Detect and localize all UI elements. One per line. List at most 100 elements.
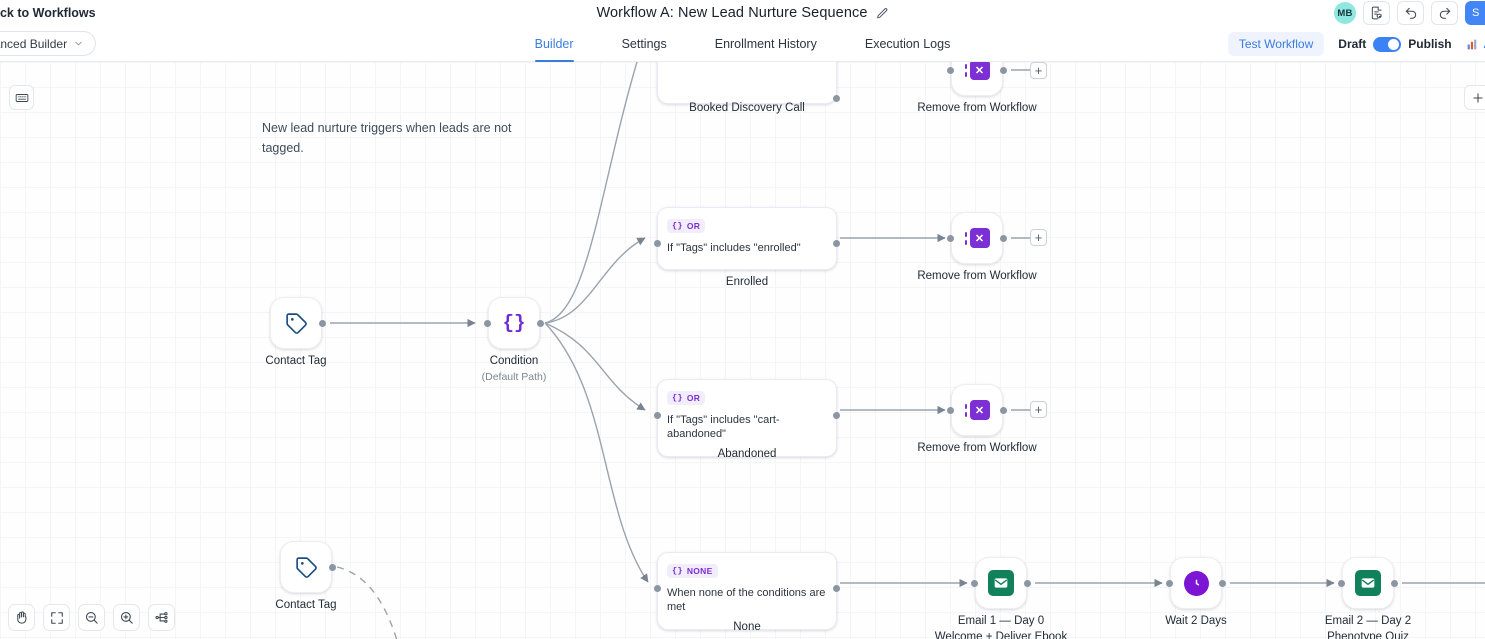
canvas-annotation: New lead nurture triggers when leads are… [262,121,512,155]
card-condition-text: If "Tags" includes "cart-abandoned" [667,414,780,441]
tab-list: Builder Settings Enrollment History Exec… [0,26,1485,62]
page-title: Workflow A: New Lead Nurture Sequence [596,5,868,21]
badge-text: OR [686,221,701,231]
workflow-canvas[interactable]: New lead nurture triggers when leads are… [0,62,1485,639]
top-bar-actions: MB S [1334,0,1485,26]
document-version-icon[interactable] [1363,1,1390,25]
node-output-port[interactable] [1391,579,1398,587]
card-output-port[interactable] [833,240,840,247]
node-wait-2-days[interactable]: Wait 2 Days [1165,557,1227,627]
card-name: Abandoned [717,448,777,460]
node-email-2[interactable]: Email 2 — Day 2 Phenotype Quiz [1325,557,1411,639]
node-sublabel: (Default Path) [481,371,547,383]
add-node-button-abandoned[interactable]: + [1030,401,1047,418]
test-workflow-button[interactable]: Test Workflow [1227,32,1325,56]
node-input-port[interactable] [484,319,491,327]
builder-mode-label: Advanced Builder [0,36,68,51]
node-remove-from-workflow-abandoned[interactable]: ✕ Remove from Workflow [917,384,1037,454]
back-to-workflows-link[interactable]: Back to Workflows [0,6,96,20]
node-label: Remove from Workflow [917,102,1037,114]
zoom-in-icon[interactable] [113,604,140,631]
remove-user-icon: ✕ [964,400,990,420]
node-sublabel: Phenotype Quiz [1327,631,1409,639]
bar-chart-icon [1467,39,1476,49]
node-output-port[interactable] [537,319,544,327]
undo-icon[interactable] [1397,1,1424,25]
add-node-button-top-branch[interactable]: + [1030,62,1047,79]
node-email-1[interactable]: Email 1 — Day 0 Welcome + Deliver Ebook [935,557,1067,639]
card-output-port[interactable] [833,585,840,592]
panel-keyboard-icon[interactable] [9,85,34,110]
node-label: Contact Tag [265,355,327,367]
email-icon [1355,570,1381,596]
node-output-port[interactable] [1000,66,1007,74]
edge-layer [330,62,1485,639]
node-output-port[interactable] [1000,234,1007,242]
node-contact-tag-main[interactable]: Contact Tag [265,297,327,367]
publish-toggle[interactable] [1373,36,1402,52]
tag-icon [295,556,317,578]
analytics-link[interactable]: Ana [1466,37,1485,51]
tab-enrollment-history[interactable]: Enrollment History [714,37,817,51]
braces-icon: {} [502,312,526,334]
card-output-port[interactable] [833,95,840,102]
node-condition[interactable]: {} Condition (Default Path) [482,297,546,383]
hand-icon[interactable] [8,604,35,631]
badge-braces: {} [672,566,683,576]
clock-icon [1183,570,1209,596]
zoom-out-icon[interactable] [78,604,105,631]
badge-none: {} NONE [667,564,718,578]
tab-execution-logs[interactable]: Execution Logs [864,37,951,51]
tab-builder[interactable]: Builder [511,26,598,62]
tab-settings[interactable]: Settings [621,37,667,51]
badge-text: NONE [686,566,713,576]
canvas-toolbar [8,604,175,631]
node-output-port[interactable] [319,319,326,327]
builder-mode-select[interactable]: Advanced Builder [0,31,96,56]
badge-or: {} OR [667,219,706,233]
card-condition-none[interactable]: {} NONE When none of the conditions are … [654,552,840,633]
node-remove-from-workflow-enrolled[interactable]: ✕ Remove from Workflow [917,212,1037,282]
node-label: Remove from Workflow [917,270,1037,282]
card-input-port[interactable] [654,585,661,592]
email-icon [988,570,1014,596]
card-input-port[interactable] [654,240,661,247]
avatar[interactable]: MB [1334,2,1356,24]
primary-action-button[interactable]: S [1465,1,1485,25]
node-remove-from-workflow-top[interactable]: ✕ Remove from Workflow [917,62,1037,114]
badge-braces: {} [672,221,683,231]
card-name: Enrolled [725,276,769,288]
node-input-port[interactable] [947,66,954,74]
card-condition-abandoned[interactable]: {} OR If "Tags" includes "cart-abandoned… [654,379,840,460]
node-output-port[interactable] [1000,406,1007,414]
top-bar: Back to Workflows Workflow A: New Lead N… [0,0,1485,26]
node-input-port[interactable] [947,234,954,242]
redo-icon[interactable] [1431,1,1458,25]
publish-label: Publish [1408,37,1452,51]
node-label: Email 1 — Day 0 [957,615,1045,627]
node-contact-tag-secondary[interactable]: Contact Tag [275,541,337,611]
node-label: Wait 2 Days [1165,615,1227,627]
card-condition-text: If "Tags" includes "enrolled" [667,242,801,254]
node-label: Email 2 — Day 2 [1324,615,1412,627]
node-label: Contact Tag [275,599,337,611]
card-output-port[interactable] [833,412,840,419]
workflow-title-group: Workflow A: New Lead Nurture Sequence [0,0,1485,26]
add-node-button-enrolled[interactable]: + [1030,229,1047,246]
add-node-button-top[interactable] [1464,85,1485,110]
hierarchy-icon[interactable] [148,604,175,631]
card-condition-enrolled[interactable]: {} OR If "Tags" includes "enrolled" Enro… [654,207,840,288]
node-output-port[interactable] [1024,579,1031,587]
node-input-port[interactable] [947,406,954,414]
publish-toggle-group: Draft Publish [1338,36,1452,52]
node-input-port[interactable] [1338,579,1345,587]
card-booked-discovery-call[interactable] [657,62,840,104]
card-input-port[interactable] [654,412,661,419]
node-output-port[interactable] [1219,579,1226,587]
node-input-port[interactable] [1166,579,1173,587]
node-output-port[interactable] [329,563,336,571]
remove-user-icon: ✕ [964,228,990,248]
pencil-icon[interactable] [876,7,889,20]
expand-icon[interactable] [43,604,70,631]
node-input-port[interactable] [971,579,978,587]
